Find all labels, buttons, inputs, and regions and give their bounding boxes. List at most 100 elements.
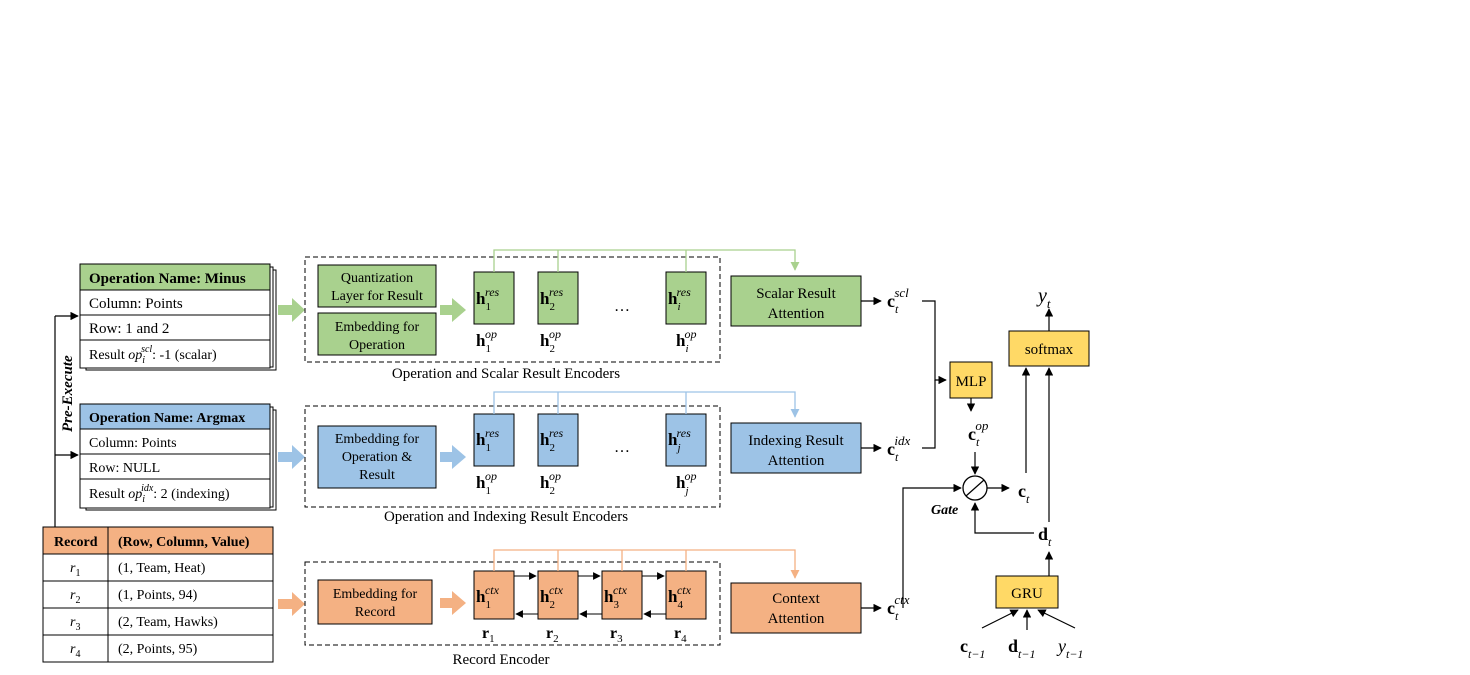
index-encoder-caption: Operation and Indexing Result Encoders — [384, 509, 628, 525]
y-t-output: yt — [1036, 285, 1051, 311]
green-inner-arrow — [440, 298, 466, 322]
c-t-minus-1: ct−1 — [960, 636, 985, 661]
h-res-label: h1res — [476, 285, 500, 313]
attention-modules: Scalar Result Attention Indexing Result … — [730, 275, 882, 634]
blue-input-arrow — [278, 445, 305, 469]
h-res-label: hjres — [668, 426, 691, 454]
indexing-attention-line2: Attention — [768, 453, 825, 469]
record-id: r2 — [70, 588, 80, 606]
record-embedding-box — [317, 579, 433, 625]
rec-embedding-line1: Embedding for — [333, 587, 418, 602]
op-minus-column: Column: Points — [89, 296, 183, 312]
scalar-attention-line1: Scalar Result — [756, 286, 836, 302]
op-minus-header: Operation Name: Minus — [89, 271, 246, 287]
r-label: r3 — [610, 625, 623, 645]
r-label: r1 — [482, 625, 495, 645]
record-id: r1 — [70, 561, 80, 579]
record-value: (2, Points, 95) — [118, 642, 198, 657]
rec-embedding-line2: Record — [355, 605, 395, 620]
operation-result-embedding-box — [317, 425, 437, 489]
h-op-label: hjop — [676, 469, 697, 497]
input-arrows — [278, 298, 466, 616]
op-argmax-column: Column: Points — [89, 436, 177, 451]
pre-execute-label: Pre-Execute — [60, 355, 76, 432]
op-minus-result: Result opiscl: -1 (scalar) — [89, 344, 217, 366]
op-embedding-line2: Operation — [349, 338, 405, 353]
h-op-label: h1op — [476, 327, 497, 355]
op-embedding-line1: Embedding for — [335, 320, 420, 335]
quantization-line2: Layer for Result — [331, 289, 423, 304]
scalar-attention-box — [730, 275, 862, 327]
h-ctx-label: h3ctx — [604, 583, 628, 611]
hidden-state-box — [473, 271, 515, 325]
gate-label: Gate — [931, 503, 958, 518]
record-table: Record (Row, Column, Value) r1 (1, Team,… — [42, 526, 274, 663]
h-res-label: h2res — [540, 285, 564, 313]
record-id: r4 — [70, 642, 80, 660]
d-t-minus-1: dt−1 — [1008, 636, 1035, 661]
mlp-box — [949, 361, 993, 399]
value-header: (Row, Column, Value) — [118, 535, 250, 550]
context-attention-box — [730, 582, 862, 634]
context-state-box — [601, 570, 643, 620]
r-label: r2 — [546, 625, 559, 645]
r-label: r4 — [674, 625, 687, 645]
quantization-layer-box — [317, 264, 437, 308]
operation-card-minus: Operation Name: Minus Column: Points Row… — [79, 263, 277, 371]
quantization-line1: Quantization — [341, 271, 413, 286]
h-ctx-label: h4ctx — [668, 583, 692, 611]
op-argmax-result: Result opiidx: 2 (indexing) — [89, 483, 230, 505]
op-argmax-header: Operation Name: Argmax — [89, 411, 245, 426]
d-t-label: dt — [1038, 524, 1052, 549]
op-header-bg — [79, 263, 271, 291]
idx-embedding-line3: Result — [359, 468, 395, 483]
h-op-label: h2op — [540, 327, 561, 355]
indexing-attention-line1: Indexing Result — [748, 433, 844, 449]
green-input-arrow — [278, 298, 305, 322]
mlp-label: MLP — [956, 374, 987, 390]
decoder: MLP ctop Gate ct dt GRU ct−1 dt−1 yt−1 s… — [902, 285, 1090, 661]
scalar-encoder-caption: Operation and Scalar Result Encoders — [392, 366, 620, 382]
hidden-state-box — [665, 413, 707, 467]
c-ctx-label: ctctx — [887, 592, 910, 623]
hidden-state-box — [537, 271, 579, 325]
orange-input-arrow — [278, 592, 305, 616]
c-t-label: ct — [1018, 481, 1030, 506]
context-state-box — [537, 570, 579, 620]
ellipsis: … — [614, 298, 630, 315]
op-header-bg — [79, 403, 271, 430]
context-state-box — [473, 570, 515, 620]
context-vector-labels: ctscl ctidx ctctx — [887, 285, 910, 623]
softmax-label: softmax — [1025, 342, 1074, 358]
operation-embedding-box — [317, 312, 437, 356]
record-encoder: Embedding for Record h1ctx h2ctx h3ctx h… — [304, 549, 800, 668]
scalar-encoder: Quantization Layer for Result Embedding … — [304, 249, 800, 382]
ellipsis: … — [614, 439, 630, 456]
context-attention-line1: Context — [772, 591, 820, 607]
h-ctx-label: h1ctx — [476, 583, 500, 611]
softmax-box — [1008, 330, 1090, 367]
h-op-label: h1op — [476, 469, 497, 497]
c-op-label: ctop — [968, 418, 989, 449]
hidden-state-box — [473, 413, 515, 467]
h-op-label: hiop — [676, 327, 697, 355]
hidden-state-box — [537, 413, 579, 467]
idx-embedding-line1: Embedding for — [335, 432, 420, 447]
indexing-attention-box — [730, 422, 862, 474]
h-ctx-label: h2ctx — [540, 583, 564, 611]
record-id: r3 — [70, 615, 80, 633]
idx-embedding-line2: Operation & — [342, 450, 412, 465]
y-t-minus-1: yt−1 — [1056, 636, 1083, 661]
orange-inner-arrow — [440, 591, 466, 615]
context-state-box — [665, 570, 707, 620]
c-scl-label: ctscl — [887, 285, 909, 316]
h-res-label: h2res — [540, 426, 564, 454]
context-attention-line2: Attention — [768, 611, 825, 627]
blue-inner-arrow — [440, 445, 466, 469]
index-encoder: Embedding for Operation & Result … h1res… — [304, 391, 800, 525]
hidden-state-box — [665, 271, 707, 325]
h-op-label: h2op — [540, 469, 561, 497]
op-argmax-row: Row: NULL — [89, 461, 160, 476]
h-res-label: hires — [668, 285, 691, 313]
